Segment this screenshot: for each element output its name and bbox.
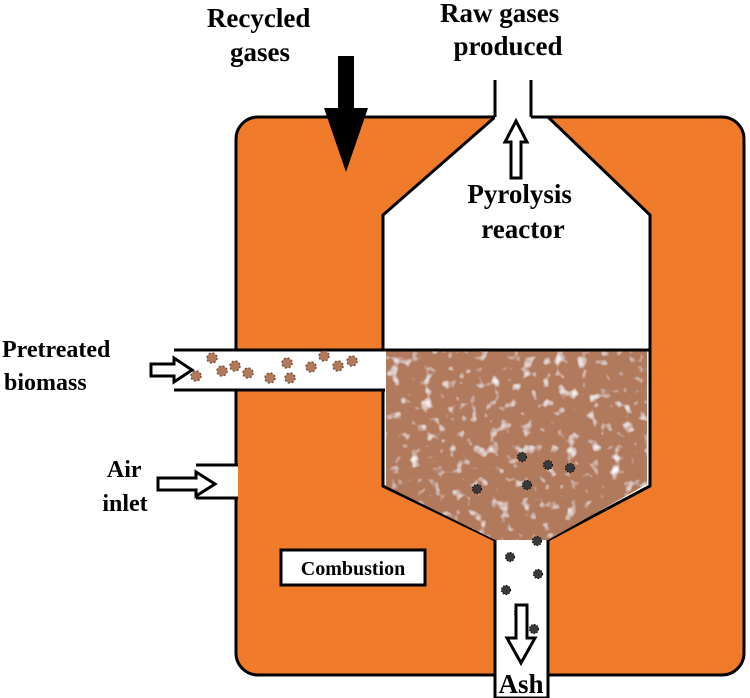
combustion-label: Combustion — [301, 558, 405, 580]
biomass-particle — [216, 365, 228, 377]
raw-gases-label: Raw gases produced — [440, 0, 566, 61]
ash-particle — [516, 451, 528, 463]
raw-gas-outlet-pipe — [495, 80, 531, 120]
recycled-gases-arrow — [324, 56, 368, 172]
biomass-particle — [229, 360, 241, 372]
biomass-particle — [264, 372, 276, 384]
ash-particle — [532, 568, 544, 580]
ash-particle — [564, 462, 576, 474]
ash-particle — [471, 483, 483, 495]
biomass-particle — [206, 352, 218, 364]
biomass-particle — [281, 357, 293, 369]
biomass-particle — [318, 350, 330, 362]
ash-particle — [542, 459, 554, 471]
biomass-particle — [305, 361, 317, 373]
biomass-bed — [386, 350, 647, 540]
biomass-particle — [332, 360, 344, 372]
biomass-particle — [190, 370, 202, 382]
ash-outlet-arrow — [504, 603, 538, 667]
recycled-gases-label: Recycled gases — [207, 3, 317, 67]
air-inlet-label: Air inlet — [102, 457, 147, 517]
air-inlet-arrow — [156, 469, 218, 499]
biomass-particle — [346, 355, 358, 367]
ash-particle — [504, 551, 516, 563]
ash-particle — [531, 535, 543, 547]
raw-gases-arrow — [502, 117, 530, 180]
combustion-label-box — [279, 548, 427, 587]
ash-particle — [521, 479, 533, 491]
biomass-particle — [242, 367, 254, 379]
ash-particle — [500, 584, 512, 596]
biomass-particle — [284, 372, 296, 384]
pyrolysis-reactor-label: Pyrolysis reactor — [467, 179, 578, 244]
ash-particle — [528, 623, 540, 635]
pretreated-biomass-label: Pretreated biomass — [2, 337, 116, 396]
biomass-feed-particles — [190, 350, 358, 384]
ash-label: Ash — [498, 669, 543, 698]
biomass-inlet-arrow — [149, 355, 195, 385]
